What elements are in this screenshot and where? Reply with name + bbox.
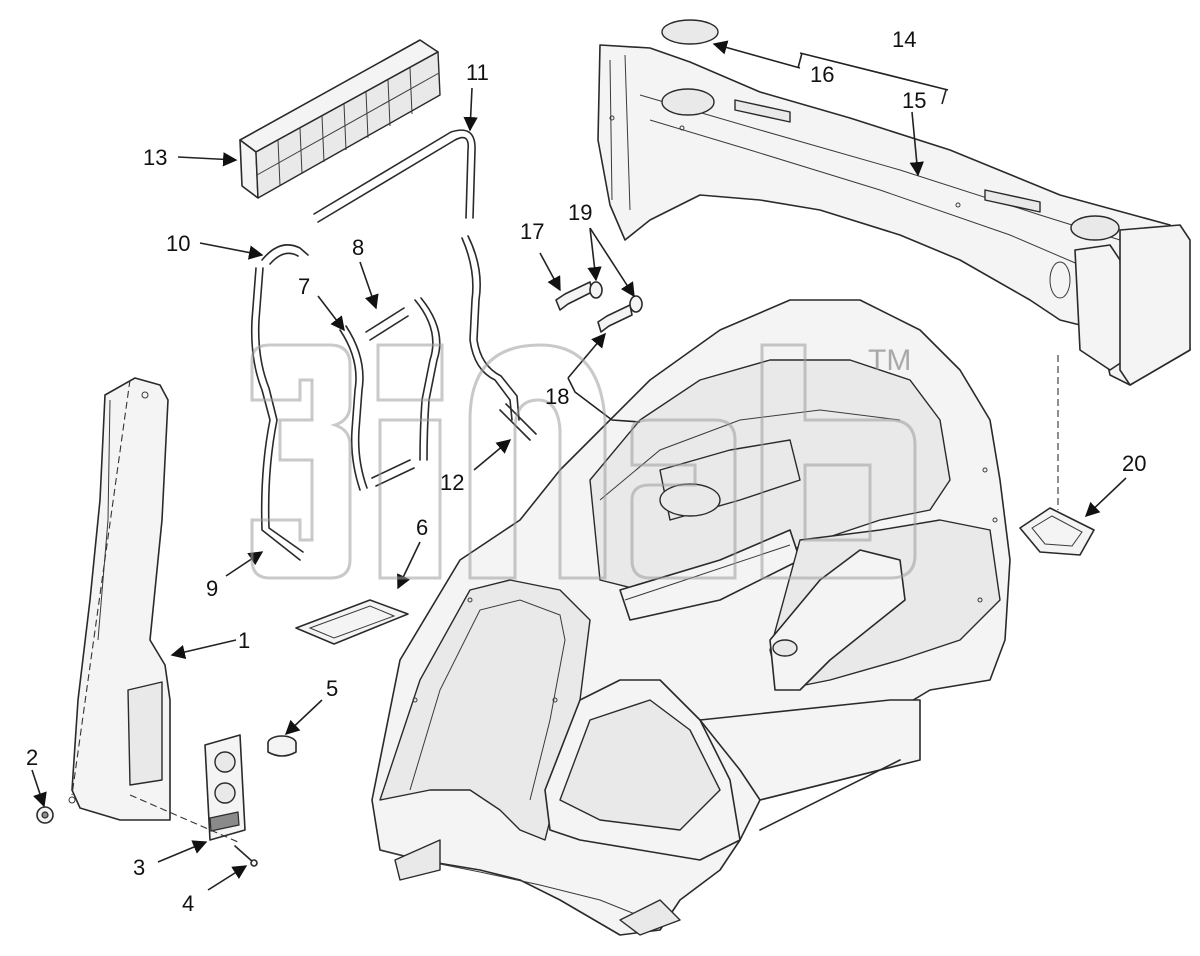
label-2: 2 (26, 745, 38, 770)
label-19: 19 (568, 200, 592, 225)
switch-panel-3 (204, 734, 246, 841)
label-4: 4 (182, 891, 194, 916)
clip-2 (36, 806, 54, 824)
left-pillar-trim (68, 377, 171, 821)
grommet-16 (661, 19, 719, 45)
label-3: 3 (133, 855, 145, 880)
alignment-line-2 (129, 794, 239, 843)
upper-rear-panel (597, 44, 1191, 386)
label-20: 20 (1122, 451, 1146, 476)
seal-frame-6 (295, 599, 409, 645)
washer-19b (629, 295, 643, 313)
label-6: 6 (416, 515, 428, 540)
tube-9 (250, 267, 304, 561)
bolt-18 (597, 304, 633, 333)
tube-8 (365, 297, 441, 461)
label-15: 15 (902, 88, 926, 113)
seal-frame-20 (1019, 507, 1095, 556)
label-10: 10 (166, 231, 190, 256)
leader-lines (31, 40, 1127, 891)
bolt-17 (555, 281, 593, 311)
label-5: 5 (326, 676, 338, 701)
label-18: 18 (545, 384, 569, 409)
washer-19a (589, 281, 603, 299)
label-16: 16 (810, 62, 834, 87)
tube-12 (461, 235, 537, 441)
watermark-trademark: TM (868, 344, 911, 377)
label-12: 12 (440, 470, 464, 495)
label-8: 8 (352, 235, 364, 260)
label-14: 14 (892, 27, 916, 52)
filter-grille-13 (239, 39, 441, 199)
watermark-logo: TM (250, 343, 917, 580)
label-7: 7 (298, 274, 310, 299)
grommet-5 (267, 735, 297, 757)
label-9: 9 (206, 576, 218, 601)
alignment-line-1 (71, 379, 131, 796)
label-13: 13 (143, 145, 167, 170)
tube-11 (313, 129, 476, 223)
tube-7 (339, 325, 415, 491)
label-17: 17 (520, 219, 544, 244)
part-number-labels: 1 2 3 4 5 6 7 8 9 10 11 12 13 14 15 16 1… (26, 27, 1146, 916)
lower-cab-body (371, 299, 1011, 936)
tube-10 (261, 244, 309, 265)
label-11: 11 (466, 60, 489, 85)
label-1: 1 (238, 628, 250, 653)
screw-4 (234, 845, 258, 867)
